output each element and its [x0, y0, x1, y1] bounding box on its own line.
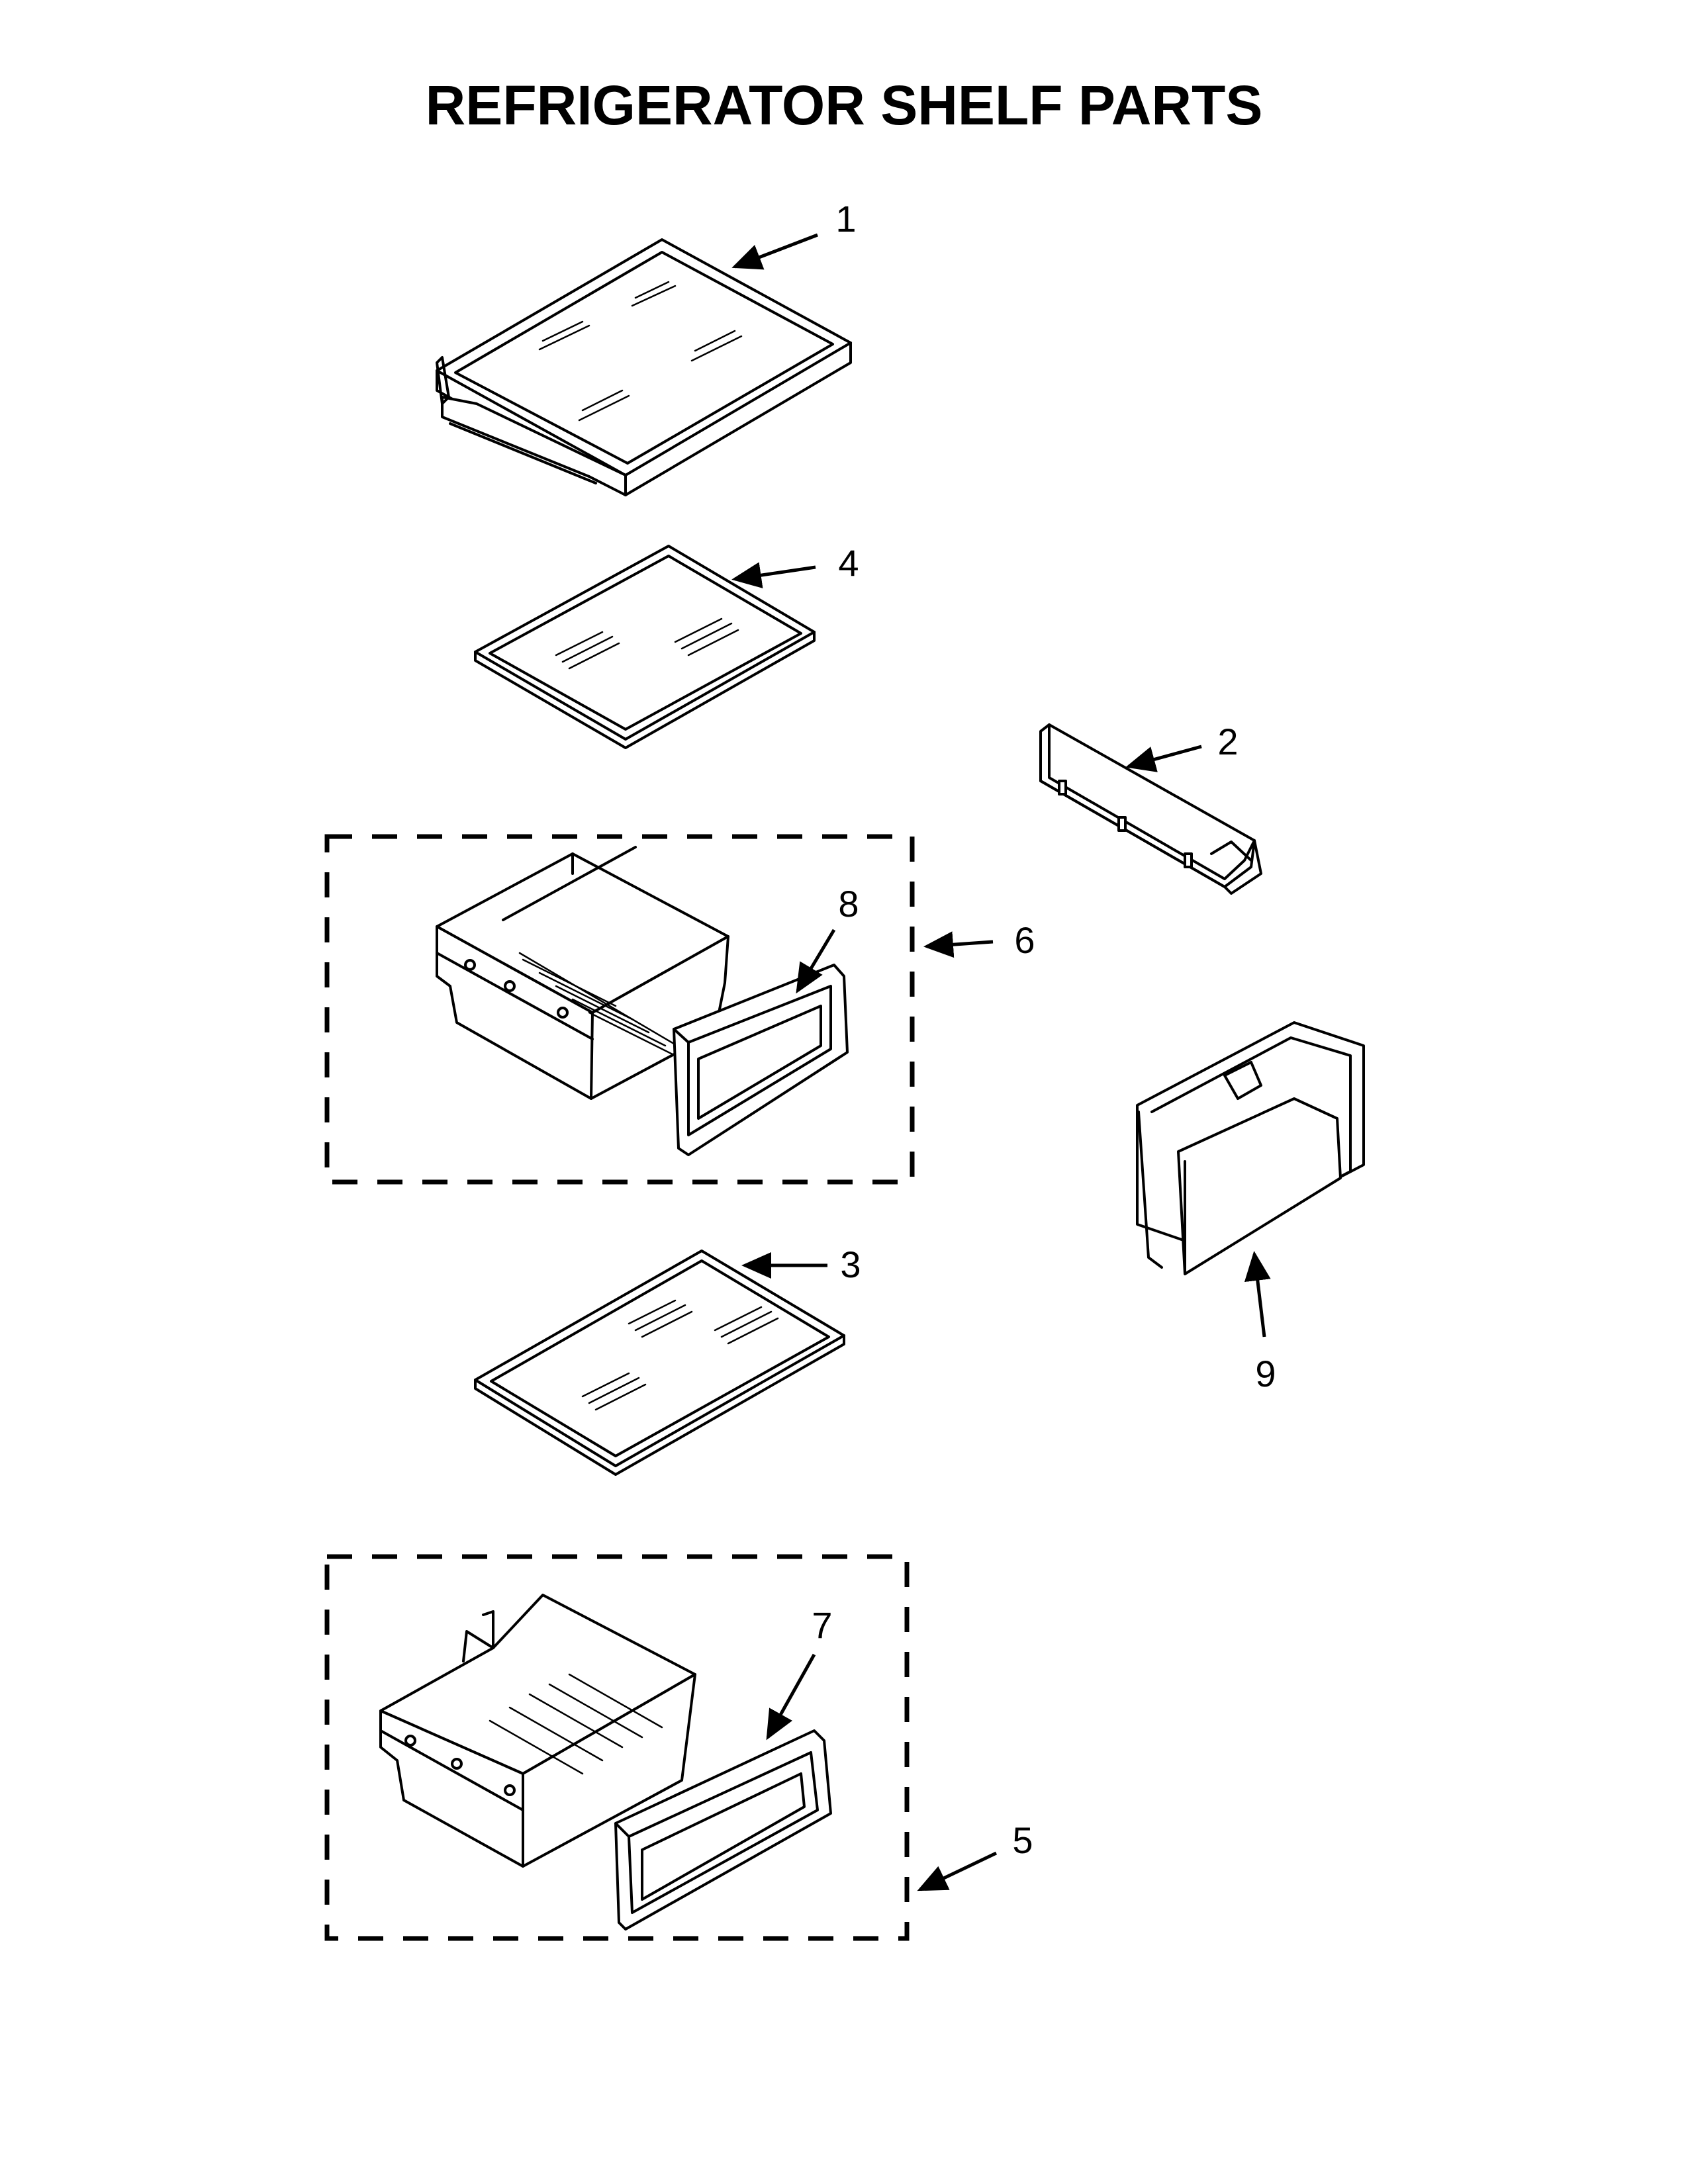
part-5-drawer-assembly-lower: 5 7 [324, 1554, 1033, 1941]
callout-4: 4 [838, 542, 859, 584]
crisper-bin-lower [379, 1594, 696, 1868]
drawer-front-upper [673, 964, 849, 1156]
part-2-rail: 2 [1039, 721, 1262, 895]
callout-1: 1 [835, 198, 856, 240]
callout-5: 5 [1012, 1819, 1033, 1861]
callout-7: 7 [812, 1604, 832, 1646]
callout-2: 2 [1217, 721, 1238, 762]
callout-3: 3 [840, 1244, 861, 1285]
callout-arrow-4 [731, 562, 816, 588]
part-4-glass-upper: 4 [474, 542, 859, 749]
callout-arrow-7 [766, 1653, 816, 1741]
part-9-door-bin: 9 [1136, 1021, 1365, 1394]
callout-arrow-6 [923, 931, 994, 958]
callout-6: 6 [1014, 919, 1035, 961]
callout-arrow-1 [731, 233, 818, 270]
callout-arrow-2 [1125, 745, 1202, 772]
drawer-front-lower [614, 1729, 832, 1931]
page-title: REFRIGERATOR SHELF PARTS [426, 74, 1263, 136]
part-3-glass-lower: 3 [474, 1244, 861, 1476]
callout-arrow-8 [796, 929, 836, 994]
callout-arrow-5 [917, 1851, 998, 1891]
part-1-shelf-assembly: 1 [436, 198, 857, 496]
part-6-drawer-assembly-upper: 6 [324, 834, 1035, 1185]
callout-9: 9 [1255, 1353, 1276, 1394]
crisper-bin-upper [436, 846, 729, 1100]
callout-arrow-9 [1244, 1251, 1271, 1338]
callout-8: 8 [838, 883, 859, 925]
